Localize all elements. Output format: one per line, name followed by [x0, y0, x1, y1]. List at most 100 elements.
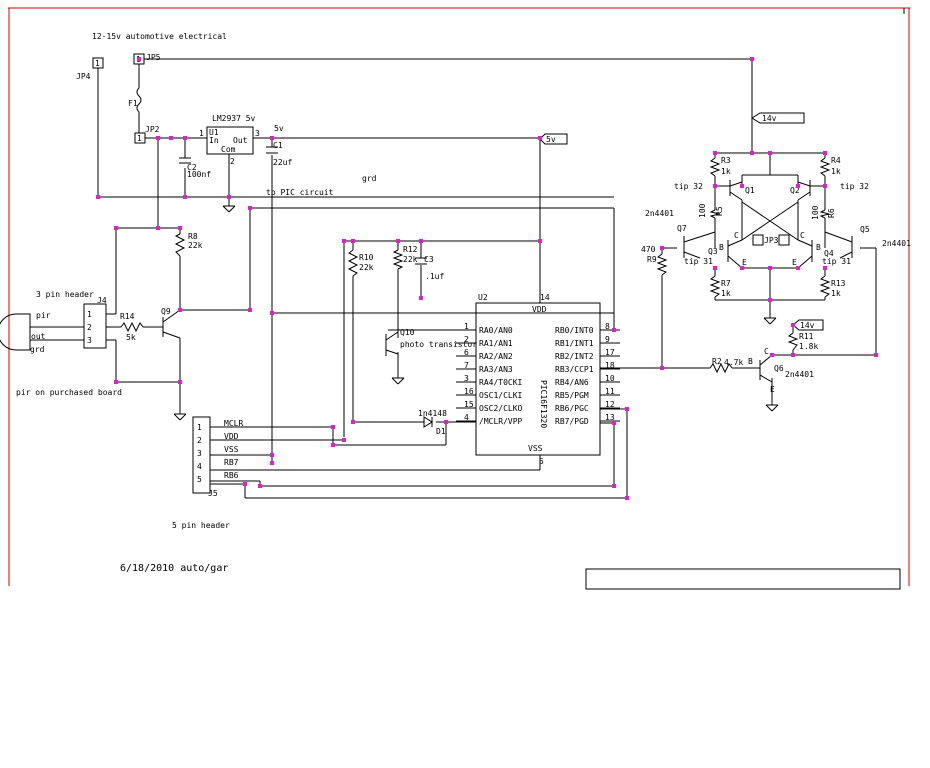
- 2n4401-bottom: 2n4401: [785, 370, 814, 379]
- junction-node: [96, 195, 100, 199]
- j4-pin1: 1: [87, 310, 92, 319]
- junction-node: [156, 136, 160, 140]
- q7-label: Q7: [677, 224, 687, 233]
- junction-node: [791, 353, 795, 357]
- hdr3-label: 3 pin header: [36, 290, 94, 299]
- pic-pin-name-left: RA3/AN3: [479, 365, 513, 374]
- junction-node: [768, 151, 772, 155]
- pic-pin-num-right: 18: [605, 361, 615, 370]
- capacitor-c3: C3 .1uf: [415, 255, 444, 281]
- resistor-r5: 100 R5: [698, 203, 724, 219]
- reg-p2: 2: [230, 157, 235, 166]
- resistor-r14: R14 5k: [120, 312, 144, 342]
- junction-node: [114, 226, 118, 230]
- q3-c: C: [734, 231, 739, 240]
- r13-value: 1k: [831, 289, 841, 298]
- jp2-pin: 1: [137, 134, 142, 143]
- junction-node: [270, 461, 274, 465]
- j5-label: J5: [208, 489, 218, 498]
- pic-pin-num-right: 11: [605, 387, 615, 396]
- pir-sensor: pir out grd: [0, 311, 84, 354]
- pic-pin-num-right: 8: [605, 322, 610, 331]
- r5-label: R5: [715, 206, 724, 216]
- c3-label: C3: [424, 255, 434, 264]
- pic-pin-num-left: 3: [464, 374, 469, 383]
- resistor-r10: R10 22k: [347, 249, 374, 277]
- junction-node: [740, 266, 744, 270]
- junction-node: [351, 239, 355, 243]
- pic-vdd: VDD: [532, 305, 547, 314]
- pic-pin-num-right: 17: [605, 348, 615, 357]
- j5-pin-num: 2: [197, 436, 202, 445]
- junction-node: [248, 308, 252, 312]
- q4-b: B: [816, 243, 821, 252]
- resistor-r11: R11 1.8k: [787, 332, 818, 351]
- junction-node: [612, 328, 616, 332]
- net-tag-14v-b: 14v: [792, 319, 824, 331]
- junction-node: [178, 308, 182, 312]
- q3-label: Q3: [708, 247, 718, 256]
- pic-pin-num-left: 15: [464, 400, 474, 409]
- pir-wires: [106, 207, 615, 414]
- junction-node: [768, 266, 772, 270]
- pic-pin-name-left: RA0/AN0: [479, 326, 513, 335]
- junction-node: [178, 380, 182, 384]
- pic-pin-name-right: RB6/PGC: [555, 404, 589, 413]
- junction-node: [750, 57, 754, 61]
- net14v-label: 14v: [762, 114, 777, 123]
- junction-node: [612, 484, 616, 488]
- junction-node: [796, 184, 800, 188]
- junction-node: [750, 151, 754, 155]
- title-block: [585, 568, 901, 590]
- resistor-r2: R2 4.7k: [709, 357, 743, 374]
- d1-label: 1n4148: [418, 409, 447, 418]
- junction-node: [660, 246, 664, 250]
- resistor-r4: R4 1k: [819, 156, 841, 177]
- j5-pin-name: MCLR: [224, 419, 243, 428]
- junction-node: [331, 443, 335, 447]
- jp4-label: JP4: [76, 72, 91, 81]
- q4-c: C: [800, 231, 805, 240]
- junction-node: [419, 239, 423, 243]
- j5-pin-name: VSS: [224, 445, 239, 454]
- junction-node: [243, 482, 247, 486]
- resistor-r3: R3 1k: [709, 156, 731, 177]
- junction-node: [169, 136, 173, 140]
- r13-label: R13: [831, 279, 846, 288]
- reg-u1: U1: [209, 128, 219, 137]
- r9-label: R9: [647, 255, 657, 264]
- fuse-f1: F1: [128, 64, 142, 133]
- j4-label: J4: [97, 296, 107, 305]
- net-tag-5v: 5v: [539, 133, 568, 145]
- supply-label: 12-15v automotive electrical: [92, 32, 227, 41]
- resistor-r13: R13 1k: [819, 275, 846, 298]
- resistor-r7: R7 1k: [709, 275, 731, 298]
- r5-value: 100: [698, 203, 707, 218]
- pic-pin-num-left: 16: [464, 387, 474, 396]
- r8-value: 22k: [188, 241, 203, 250]
- d1n-label: D1: [436, 427, 446, 436]
- pic-pin-name-right: RB5/PGM: [555, 391, 589, 400]
- j5-pin-name: VDD: [224, 432, 239, 441]
- junction-node: [796, 266, 800, 270]
- pic-pin-name-right: RB1/INT1: [555, 339, 594, 348]
- grd-label: grd: [362, 174, 377, 183]
- jumper-jp3[interactable]: JP3: [752, 234, 790, 246]
- jp2-label: JP2: [145, 125, 160, 134]
- 2n4401-right: 2n4401: [882, 239, 911, 248]
- capacitor-c1: C1 22uf: [266, 141, 292, 167]
- junction-node: [713, 184, 717, 188]
- transistor-q4: Q4 C B E: [792, 231, 834, 269]
- j5-pin-name: RB6: [224, 471, 239, 480]
- r11-value: 1.8k: [799, 342, 818, 351]
- junction-node: [625, 496, 629, 500]
- r2-value: 4.7k: [724, 358, 743, 367]
- hbridge-wires: [600, 152, 877, 405]
- junction-node: [331, 425, 335, 429]
- pic-pin-name-right: RB2/INT2: [555, 352, 594, 361]
- j4-pin2: 2: [87, 323, 92, 332]
- pic-pin-num-left: 4: [464, 413, 469, 422]
- q3-e: E: [742, 258, 747, 267]
- junction-node: [538, 239, 542, 243]
